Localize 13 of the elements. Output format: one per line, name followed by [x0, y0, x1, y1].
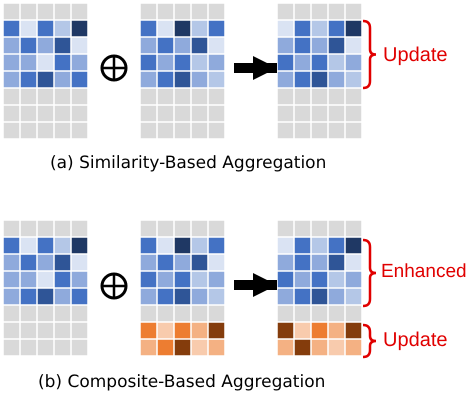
heatmap-grid [140, 220, 225, 356]
caption: (b) Composite-Based Aggregation [38, 374, 326, 391]
brace-label: Enhanced [381, 262, 467, 281]
brace-label: Update [383, 45, 448, 65]
arrow [234, 56, 277, 80]
heatmap-grid [3, 3, 88, 139]
heatmap-grid [277, 3, 362, 139]
brace-label: Update [383, 330, 448, 350]
heatmap-grid [277, 220, 362, 356]
caption: (a) Similarity-Based Aggregation [50, 155, 326, 172]
heatmap-grid [140, 3, 225, 139]
heatmap-grid [3, 220, 88, 356]
arrow [234, 273, 277, 297]
